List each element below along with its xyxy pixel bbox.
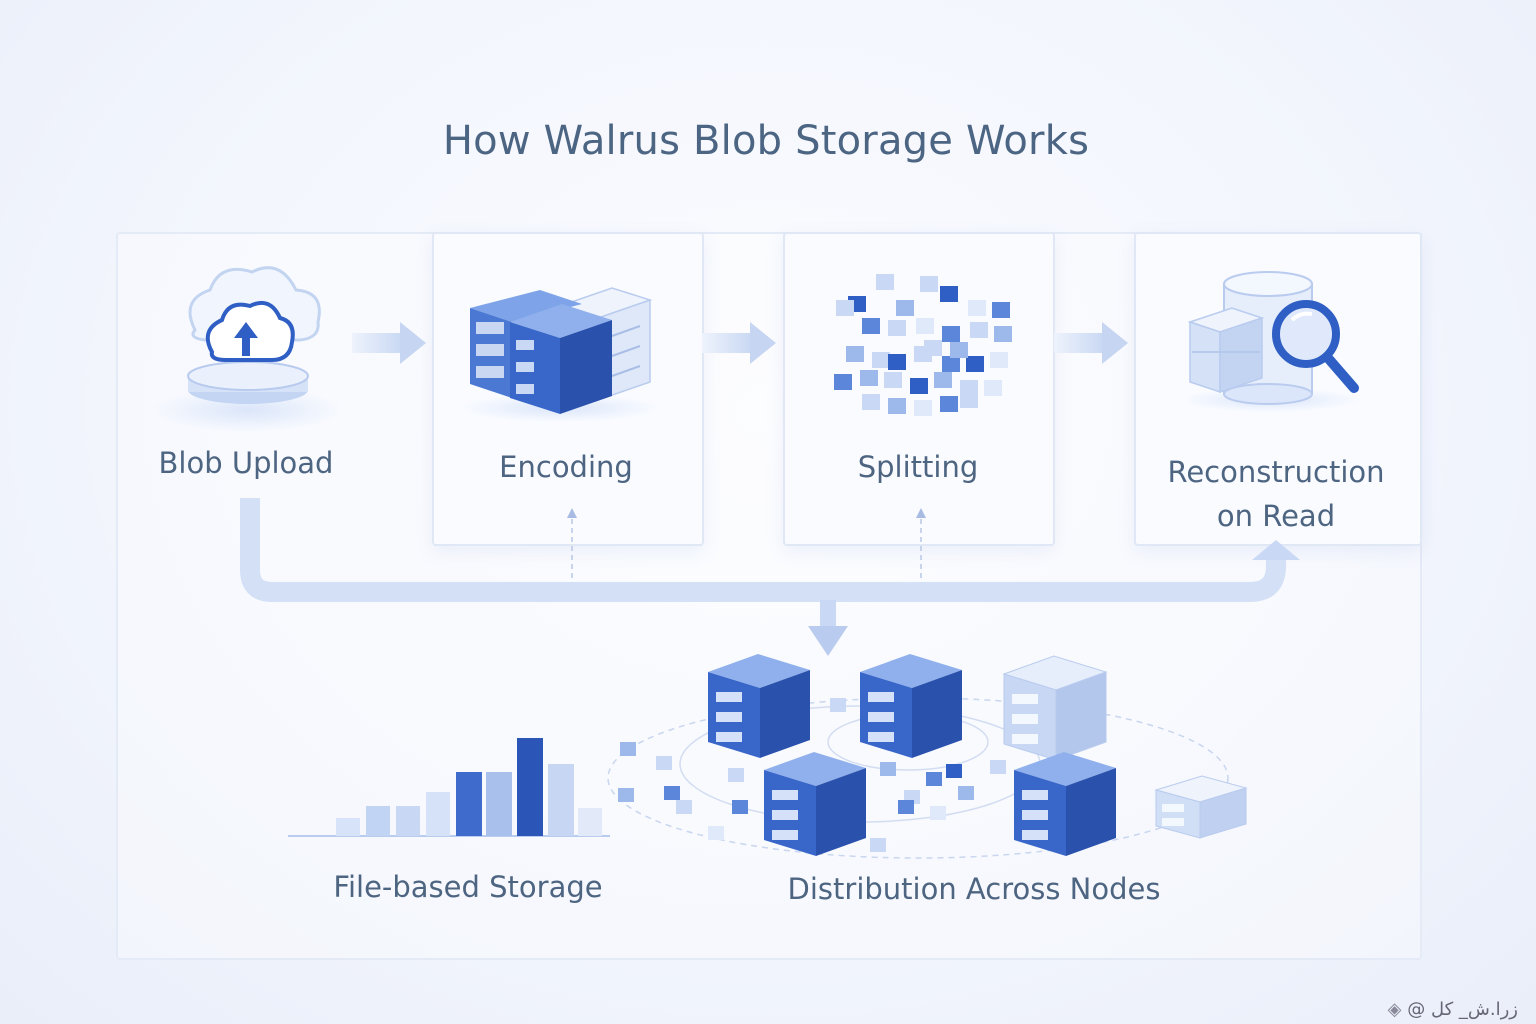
server-node-5 [1014, 752, 1116, 856]
server-node-6 [1154, 775, 1248, 839]
step-label-reconstruction: Reconstruction on Read [1134, 450, 1418, 538]
fragment-square [940, 396, 958, 412]
fragment-square [990, 760, 1006, 774]
fragment-square [940, 286, 958, 302]
fragment-square [888, 354, 906, 370]
fragment-square [960, 392, 978, 408]
fragment-square [732, 800, 748, 814]
step-label-blob-upload: Blob Upload [158, 446, 334, 480]
arrow-upload-to-encoding [352, 322, 426, 364]
fragment-square [926, 772, 942, 786]
server-node-2 [860, 654, 962, 758]
fragment-square [968, 300, 986, 316]
fragment-square [656, 756, 672, 770]
fragment-square [898, 800, 914, 814]
server-node-1 [708, 654, 810, 758]
fragment-square [914, 400, 932, 416]
fragment-square [872, 352, 890, 368]
fragment-square [708, 826, 724, 840]
arrow-splitting-to-reconstruction [1054, 322, 1128, 364]
fragment-square [990, 352, 1008, 368]
diamond-icon: ◈ [1387, 999, 1402, 1020]
watermark-text: @ زرا.ش_ کل [1407, 999, 1518, 1020]
fragment-square [966, 356, 984, 372]
fragment-square [888, 398, 906, 414]
file-storage-label: File-based Storage [333, 870, 603, 904]
fragment-square [676, 800, 692, 814]
fragment-square [924, 340, 942, 356]
fragment-square [994, 326, 1012, 342]
file-storage-bars [288, 738, 610, 837]
fragment-square [880, 762, 896, 776]
floating-fragments [618, 698, 1006, 852]
fragment-square [910, 378, 928, 394]
fragment-square [728, 768, 744, 782]
server-node-4 [764, 752, 866, 856]
fragment-square [942, 356, 960, 372]
fragment-square [620, 742, 636, 756]
fragment-square [876, 274, 894, 290]
fragment-square [920, 276, 938, 292]
distribution-label: Distribution Across Nodes [787, 872, 1161, 906]
reconstruction-line-2: on Read [1216, 499, 1336, 533]
server-node-3 [1002, 655, 1108, 761]
fragment-square [830, 698, 846, 712]
fragment-square [992, 302, 1010, 318]
database-search-icon [1180, 271, 1360, 412]
fragment-square [618, 788, 634, 802]
fragment-square [870, 838, 886, 852]
fragments-icon [834, 274, 1012, 416]
step-label-encoding: Encoding [499, 450, 633, 484]
node-network [607, 697, 1229, 859]
step-label-splitting: Splitting [857, 450, 979, 484]
fragment-square [860, 370, 878, 386]
encoding-blocks-icon [460, 287, 660, 422]
fragment-square [930, 806, 946, 820]
fragment-square [896, 300, 914, 316]
arrow-encoding-to-splitting [702, 322, 776, 364]
fragment-square [888, 320, 906, 336]
fragment-square [834, 374, 852, 390]
fragment-square [950, 342, 968, 358]
fragment-square [846, 346, 864, 362]
fragment-square [958, 786, 974, 800]
fragment-square [836, 300, 854, 316]
fragment-square [862, 318, 880, 334]
page-title: How Walrus Blob Storage Works [442, 118, 1090, 164]
fragment-square [664, 786, 680, 800]
watermark: ◈ @ زرا.ش_ کل [1388, 999, 1518, 1020]
fragment-square [946, 764, 962, 778]
fragment-square [970, 322, 988, 338]
fragment-square [942, 326, 960, 342]
flow-pipe [240, 498, 1300, 656]
fragment-square [884, 372, 902, 388]
reconstruction-line-1: Reconstruction [1167, 455, 1385, 489]
cloud-upload-icon [153, 266, 343, 432]
fragment-square [862, 394, 880, 410]
fragment-square [984, 380, 1002, 396]
fragment-square [934, 372, 952, 388]
fragment-square [916, 318, 934, 334]
